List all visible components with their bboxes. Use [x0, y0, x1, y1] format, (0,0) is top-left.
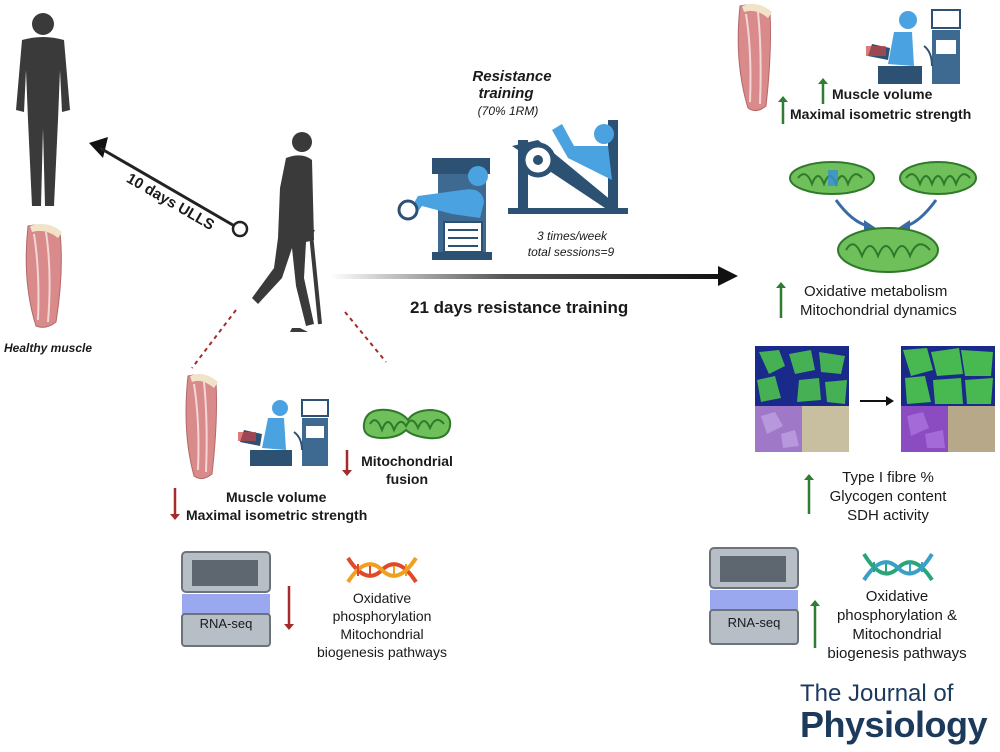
mitochondrion-icon [362, 408, 452, 440]
leg-press-machine-icon [508, 120, 628, 214]
down-arrow-icon [342, 450, 352, 476]
ulls-mito-fusion-1: Mitochondrial [361, 453, 453, 469]
down-arrow-icon [284, 586, 294, 630]
post-oxphos-1: Oxidative [865, 588, 929, 605]
dna-icon [862, 552, 934, 582]
microscopy-icon [755, 346, 849, 452]
muscle-icon [737, 4, 772, 112]
ulls-mito-fusion-2: fusion [386, 471, 428, 487]
resistance-title-2: training [478, 85, 534, 102]
ulls-oxphos-2: phosphorylation [332, 608, 432, 624]
dynamometer-icon [866, 9, 961, 84]
ulls-isometric-strength: Maximal isometric strength [186, 507, 368, 523]
sequencer-icon [709, 547, 799, 645]
post-oxphos-4: biogenesis pathways [827, 645, 967, 662]
post-sdh: SDH activity [847, 507, 929, 524]
rnaseq-left-label: RNA-seq [199, 616, 253, 631]
training-duration-label: 21 days resistance training [410, 298, 629, 317]
mitochondrion-icon [789, 161, 977, 273]
frequency-2: total sessions=9 [527, 245, 615, 259]
journal-title-1: The Journal of [800, 680, 954, 707]
post-type1: Type I fibre % [842, 469, 934, 486]
down-arrow-icon [170, 488, 180, 520]
up-arrow-icon [804, 474, 814, 514]
ulls-muscle-volume: Muscle volume [226, 489, 327, 505]
dna-icon [346, 556, 418, 584]
leg-extension-machine-icon [397, 158, 492, 260]
post-oxidative-metabolism: Oxidative metabolism [804, 283, 948, 300]
arrow-icon [860, 396, 894, 406]
sequencer-icon [181, 551, 271, 647]
up-arrow-icon [810, 600, 820, 648]
post-isometric-strength: Maximal isometric strength [790, 106, 972, 122]
resistance-intensity: (70% 1RM) [477, 104, 539, 118]
person-standing-icon [16, 13, 70, 206]
post-oxphos-3: Mitochondrial [852, 626, 942, 643]
post-muscle-volume: Muscle volume [832, 86, 933, 102]
up-arrow-icon [818, 78, 828, 104]
up-arrow-icon [778, 96, 788, 124]
person-crutches-icon [252, 132, 322, 332]
microscopy-icon [901, 346, 995, 452]
ulls-oxphos-3: Mitochondrial [340, 626, 424, 642]
up-arrow-icon [776, 282, 786, 318]
muscle-icon [25, 224, 62, 328]
post-oxphos-2: phosphorylation & [836, 607, 958, 624]
journal-title-2: Physiology [800, 704, 988, 745]
rnaseq-right-label: RNA-seq [727, 615, 781, 630]
post-mito-dynamics: Mitochondrial dynamics [800, 302, 957, 319]
ulls-oxphos-1: Oxidative [352, 590, 412, 606]
dynamometer-icon [238, 399, 329, 466]
muscle-icon [185, 374, 218, 480]
healthy-muscle-label: Healthy muscle [4, 341, 93, 355]
ulls-oxphos-4: biogenesis pathways [317, 644, 447, 660]
post-glycogen: Glycogen content [829, 488, 947, 505]
resistance-title-1: Resistance [472, 68, 552, 85]
frequency-1: 3 times/week [536, 229, 608, 243]
